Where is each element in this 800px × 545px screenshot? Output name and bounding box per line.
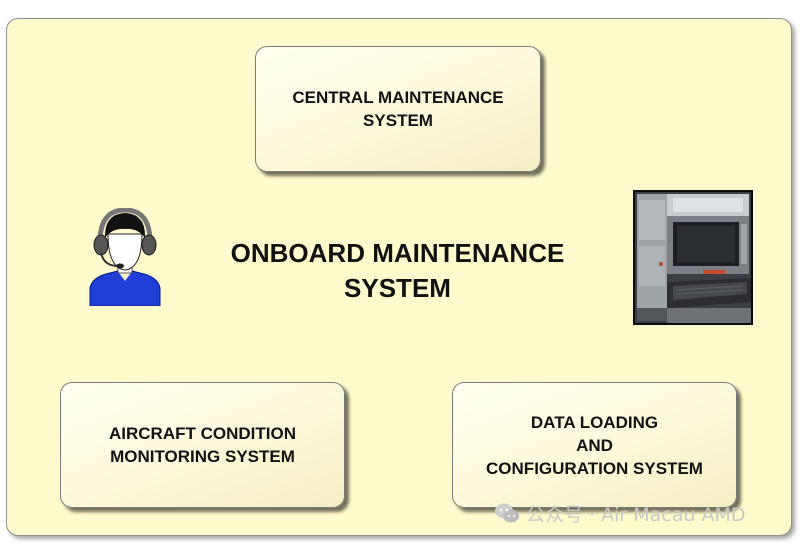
central-maintenance-system-label: CENTRAL MAINTENANCE SYSTEM xyxy=(292,88,504,130)
data-loading-configuration-label: DATA LOADING AND CONFIGURATION SYSTEM xyxy=(486,412,703,478)
pilot-headset-icon xyxy=(89,208,161,306)
maintenance-terminal-icon xyxy=(633,190,753,325)
aircraft-condition-monitoring-box: AIRCRAFT CONDITION MONITORING SYSTEM xyxy=(60,382,345,508)
data-loading-configuration-box: DATA LOADING AND CONFIGURATION SYSTEM xyxy=(452,382,737,508)
aircraft-condition-monitoring-label: AIRCRAFT CONDITION MONITORING SYSTEM xyxy=(109,424,296,466)
central-maintenance-system-box: CENTRAL MAINTENANCE SYSTEM xyxy=(255,46,541,172)
wechat-icon xyxy=(495,503,519,523)
watermark-text: 公众号 · Air Macau AMD xyxy=(526,503,746,526)
onboard-maintenance-system-title: ONBOARD MAINTENANCE SYSTEM xyxy=(230,238,565,303)
watermark: 公众号 · Air Macau AMD xyxy=(494,500,745,526)
